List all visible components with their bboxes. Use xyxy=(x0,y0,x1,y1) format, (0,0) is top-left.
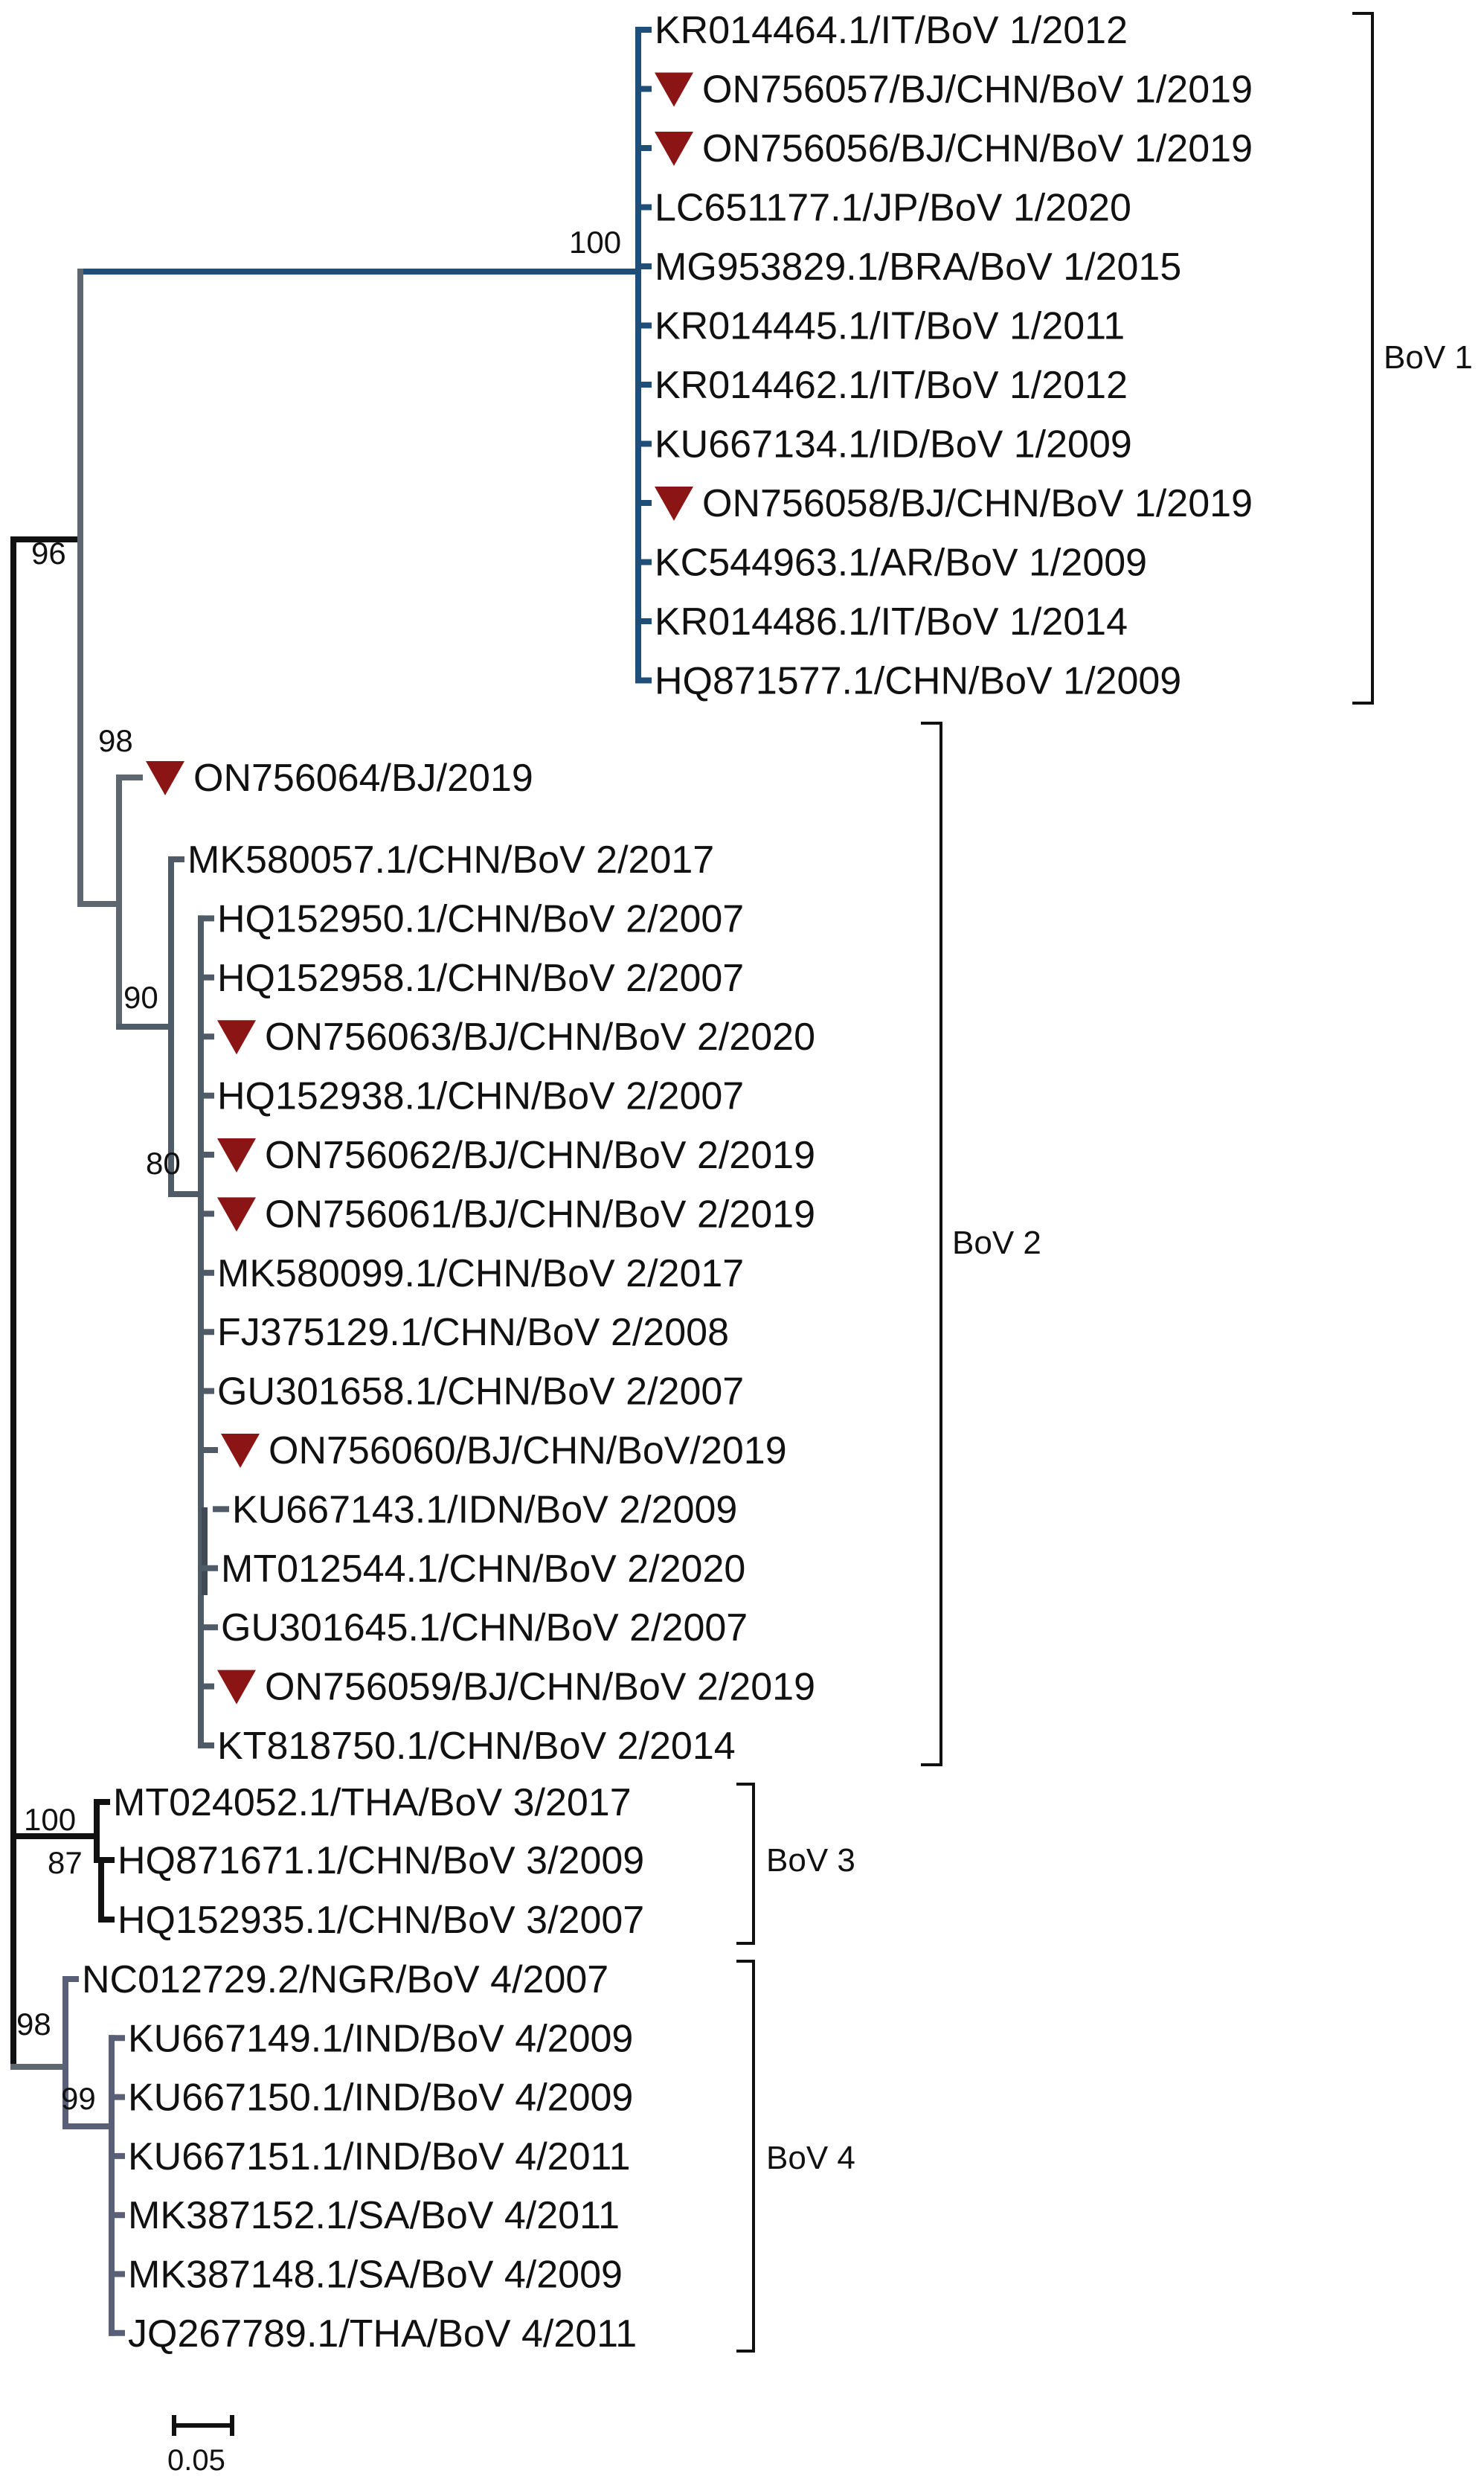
support-values: 100 96 98 90 80 100 87 98 99 xyxy=(16,225,621,2116)
leaf-label: LC651177.1/JP/BoV 1/2020 xyxy=(655,187,1131,230)
triangle-down-icon xyxy=(655,132,693,166)
support-value-outer-bov2: 98 xyxy=(98,723,133,758)
leaf-label: NC012729.2/NGR/BoV 4/2007 xyxy=(82,1958,608,2001)
leaf-label: MT024052.1/THA/BoV 3/2017 xyxy=(113,1781,632,1824)
leaf-label: ON756064/BJ/2019 xyxy=(193,757,533,800)
leaf-label: KT818750.1/CHN/BoV 2/2014 xyxy=(217,1725,736,1768)
leaf-label: KU667143.1/IDN/BoV 2/2009 xyxy=(232,1488,737,1531)
leaf-label: MK580099.1/CHN/BoV 2/2017 xyxy=(217,1252,744,1295)
leaf-label: KU667150.1/IND/BoV 4/2009 xyxy=(128,2077,633,2120)
support-value-bov1: 100 xyxy=(569,225,621,260)
leaf-label: MK387148.1/SA/BoV 4/2009 xyxy=(128,2254,623,2297)
leaf-label: ON756062/BJ/CHN/BoV 2/2019 xyxy=(265,1134,815,1177)
leaf-label: HQ871577.1/CHN/BoV 1/2009 xyxy=(655,660,1181,703)
leaf-label: GU301645.1/CHN/BoV 2/2007 xyxy=(221,1606,748,1649)
leaf-label: ON756059/BJ/CHN/BoV 2/2019 xyxy=(265,1666,815,1709)
leaf-label: ON756056/BJ/CHN/BoV 1/2019 xyxy=(702,127,1253,170)
triangle-down-icon xyxy=(217,1670,256,1705)
leaf-label: KC544963.1/AR/BoV 1/2009 xyxy=(655,542,1147,585)
support-value-bov3-inner: 87 xyxy=(48,1845,83,1880)
leaf-label: HQ152935.1/CHN/BoV 3/2007 xyxy=(118,1899,644,1942)
support-value-bov2-inner: 80 xyxy=(146,1146,181,1181)
leaf-label: KR014445.1/IT/BoV 1/2011 xyxy=(655,305,1125,348)
leaf-label: ON756060/BJ/CHN/BoV/2019 xyxy=(269,1429,787,1472)
bracket-bov1 xyxy=(1352,12,1374,705)
marker-layer xyxy=(146,72,693,1705)
triangle-down-icon xyxy=(146,761,184,795)
triangle-down-icon xyxy=(217,1197,256,1232)
clade-label-bov2: BoV 2 xyxy=(952,1225,1041,1261)
leaf-label-layer: KR014464.1/IT/BoV 1/2012ON756057/BJ/CHN/… xyxy=(82,9,1253,2356)
leaf-label: ON756057/BJ/CHN/BoV 1/2019 xyxy=(702,68,1253,112)
leaf-label: MG953829.1/BRA/BoV 1/2015 xyxy=(655,246,1181,289)
support-value-bov1-bov2: 96 xyxy=(31,536,66,571)
leaf-label: KU667151.1/IND/BoV 4/2011 xyxy=(128,2135,631,2178)
leaf-label: KR014486.1/IT/BoV 1/2014 xyxy=(655,600,1128,644)
leaf-label: MK387152.1/SA/BoV 4/2011 xyxy=(128,2194,620,2237)
clade-label-bov1: BoV 1 xyxy=(1384,339,1473,376)
support-value-bov4-main: 98 xyxy=(16,2007,51,2042)
leaf-label: GU301658.1/CHN/BoV 2/2007 xyxy=(217,1370,744,1414)
leaf-label: KU667134.1/ID/BoV 1/2009 xyxy=(655,423,1132,466)
leaf-label: KR014462.1/IT/BoV 1/2012 xyxy=(655,364,1128,407)
leaf-label: HQ152958.1/CHN/BoV 2/2007 xyxy=(217,957,744,1000)
leaf-label: HQ152938.1/CHN/BoV 2/2007 xyxy=(217,1075,744,1118)
leaf-label: ON756063/BJ/CHN/BoV 2/2020 xyxy=(265,1016,815,1059)
triangle-down-icon xyxy=(655,487,693,521)
triangle-down-icon xyxy=(217,1020,256,1055)
scale-bar-line xyxy=(172,2415,234,2436)
support-value-bov4-inner: 99 xyxy=(61,2081,96,2116)
leaf-label: ON756058/BJ/CHN/BoV 1/2019 xyxy=(702,482,1253,525)
leaf-label: KR014464.1/IT/BoV 1/2012 xyxy=(655,9,1128,52)
clade-brackets: BoV 1 BoV 2 BoV 3 BoV 4 xyxy=(736,12,1473,2353)
bracket-bov3 xyxy=(736,1783,755,1945)
bracket-bov4 xyxy=(736,1960,755,2353)
leaf-label: HQ152950.1/CHN/BoV 2/2007 xyxy=(217,897,744,940)
support-value-bov3-main: 100 xyxy=(24,1802,76,1837)
triangle-down-icon xyxy=(221,1434,260,1468)
clade-label-bov3: BoV 3 xyxy=(766,1842,855,1879)
scale-bar: 0.05 xyxy=(167,2415,234,2477)
support-value-bov2-main: 90 xyxy=(123,980,158,1015)
triangle-down-icon xyxy=(217,1138,256,1173)
leaf-label: KU667149.1/IND/BoV 4/2009 xyxy=(128,2017,633,2060)
scale-bar-label: 0.05 xyxy=(167,2444,225,2477)
leaf-label: HQ871671.1/CHN/BoV 3/2009 xyxy=(118,1839,644,1882)
tree-branches xyxy=(10,27,652,2336)
bracket-bov2 xyxy=(921,722,942,1766)
triangle-down-icon xyxy=(655,72,693,107)
clade-label-bov4: BoV 4 xyxy=(766,2140,855,2176)
leaf-label: ON756061/BJ/CHN/BoV 2/2019 xyxy=(265,1193,815,1236)
leaf-label: MT012544.1/CHN/BoV 2/2020 xyxy=(221,1548,745,1591)
leaf-label: FJ375129.1/CHN/BoV 2/2008 xyxy=(217,1311,729,1354)
leaf-label: MK580057.1/CHN/BoV 2/2017 xyxy=(187,838,714,882)
leaf-label: JQ267789.1/THA/BoV 4/2011 xyxy=(128,2312,637,2356)
